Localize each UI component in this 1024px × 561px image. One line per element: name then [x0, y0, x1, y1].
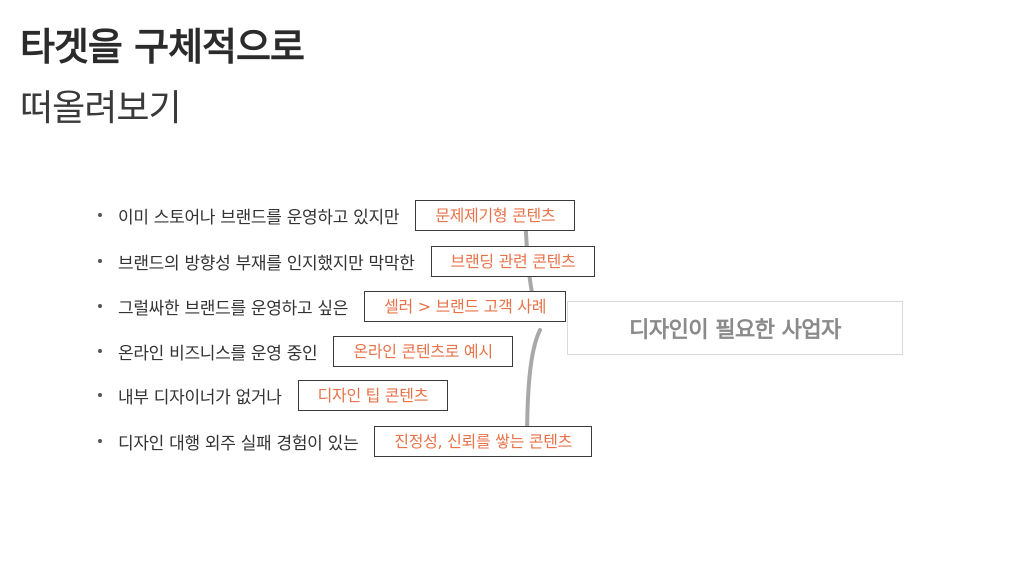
list-item: 그럴싸한 브랜드를 운영하고 싶은 셀러 > 브랜드 고객 사례: [98, 290, 567, 322]
content-tag: 진정성, 신뢰를 쌓는 콘텐츠: [374, 425, 593, 457]
content-tag: 셀러 > 브랜드 고객 사례: [364, 290, 567, 322]
bullet-icon: [98, 213, 102, 217]
content-tag: 온라인 콘텐츠로 예시: [333, 335, 513, 367]
list-item: 디자인 대행 외주 실패 경험이 있는 진정성, 신뢰를 쌓는 콘텐츠: [98, 425, 593, 457]
target-label: 디자인이 필요한 사업자: [629, 318, 841, 343]
list-item-text: 그럴싸한 브랜드를 운영하고 싶은: [118, 298, 349, 319]
list-item-text: 내부 디자이너가 없거나: [118, 387, 282, 408]
list-item-text: 브랜드의 방향성 부재를 인지했지만 막막한: [118, 253, 415, 274]
content-tag: 브랜딩 관련 콘텐츠: [430, 245, 596, 277]
bullet-icon: [98, 439, 102, 443]
list-item-text: 온라인 비즈니스를 운영 중인: [118, 343, 318, 364]
bullet-icon: [98, 259, 102, 263]
list-item: 내부 디자이너가 없거나 디자인 팁 콘텐츠: [98, 379, 449, 411]
page-title: 타겟을 구체적으로: [20, 25, 305, 69]
bullet-icon: [98, 349, 102, 353]
list-item: 온라인 비즈니스를 운영 중인 온라인 콘텐츠로 예시: [98, 335, 513, 367]
page-subtitle: 떠올려보기: [20, 88, 182, 129]
bullet-icon: [98, 393, 102, 397]
bullet-icon: [98, 304, 102, 308]
list-item-text: 이미 스토어나 브랜드를 운영하고 있지만: [118, 207, 400, 228]
content-tag: 디자인 팁 콘텐츠: [297, 379, 449, 411]
list-item-text: 디자인 대행 외주 실패 경험이 있는: [118, 433, 359, 454]
content-tag: 문제제기형 콘텐츠: [415, 199, 576, 231]
list-item: 이미 스토어나 브랜드를 운영하고 있지만 문제제기형 콘텐츠: [98, 199, 576, 231]
target-box: 디자인이 필요한 사업자: [567, 301, 903, 355]
list-item: 브랜드의 방향성 부재를 인지했지만 막막한 브랜딩 관련 콘텐츠: [98, 245, 596, 277]
